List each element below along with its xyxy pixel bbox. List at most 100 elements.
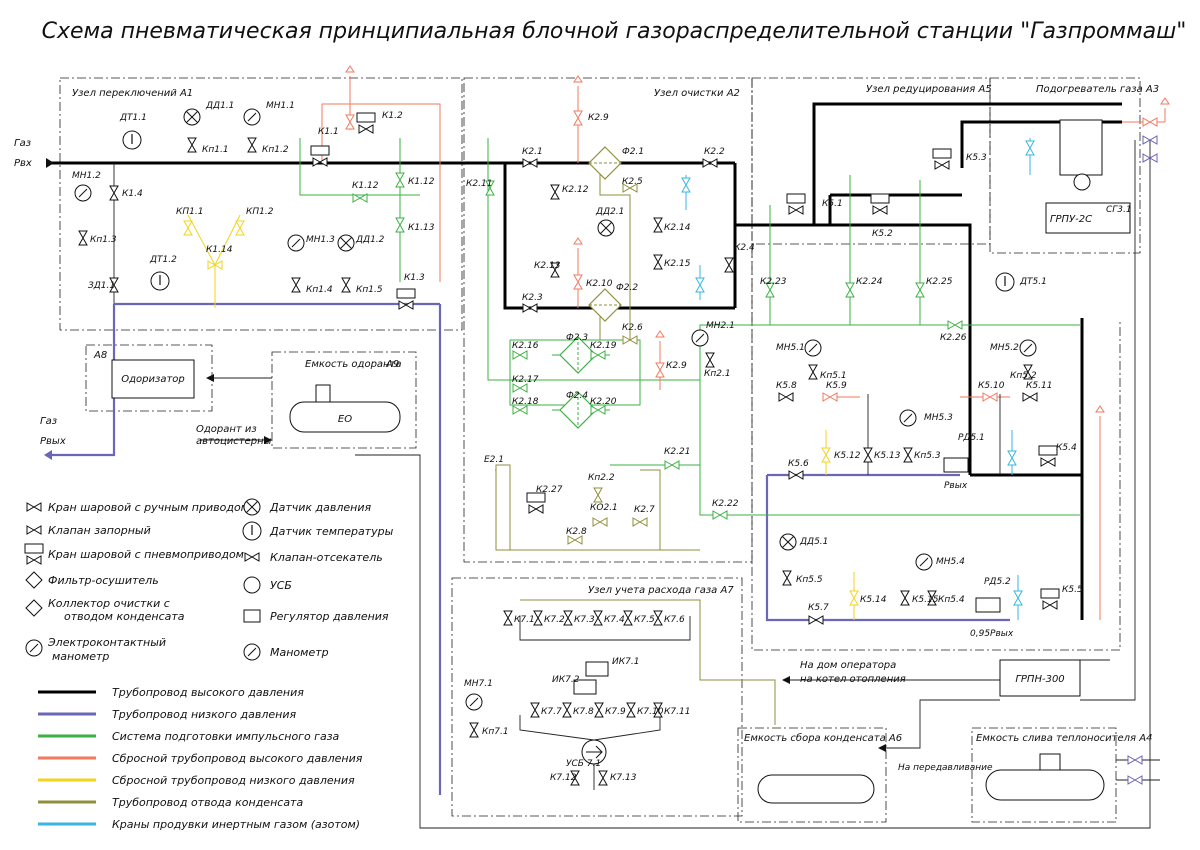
component-labels: ДТ1.1 ДД1.1 МН1.1 Кп1.1 Кп1.2 К1.1 К1.2 … — [72, 101, 1083, 783]
label-mn11: МН1.1 — [266, 101, 295, 111]
block-a2-title: Узел очистки А2 — [654, 88, 740, 99]
rvyh95-label: 0,95Рвых — [970, 629, 1014, 639]
legend-shutoff-valve-icon — [26, 525, 42, 535]
label-dt51: ДТ5.1 — [1019, 277, 1047, 287]
auxiliary-lines — [200, 140, 1160, 829]
legend-line-text: Система подготовки импульсного газа — [112, 730, 340, 743]
label-k25: К2.5 — [622, 177, 643, 187]
legend-lines: Трубопровод высокого давления Трубопрово… — [38, 686, 363, 831]
outlet-arrow — [44, 450, 52, 460]
legend-usb-icon — [243, 576, 261, 594]
gas-heater-body — [1059, 119, 1103, 176]
label-dd51: ДД5.1 — [799, 537, 828, 547]
label-mn51: МН5.1 — [776, 343, 805, 353]
block-a1-frame — [59, 77, 463, 331]
legend-symbol-text: Клапан-отсекатель — [270, 551, 383, 564]
label-kp12: Кп1.2 — [262, 145, 289, 155]
label-k22: К2.2 — [704, 147, 725, 157]
ik72-box — [573, 679, 597, 695]
valve-kp71-icon — [469, 722, 479, 738]
odorant-tank-neck — [315, 384, 331, 403]
label-mn53: МН5.3 — [924, 413, 953, 423]
regulator-rd52-icon — [975, 597, 1001, 613]
label-dd11: ДД1.1 — [205, 101, 234, 111]
manometer-mn71-icon — [465, 693, 483, 711]
valve-k73-icon — [563, 610, 573, 626]
label-k222: К2.22 — [712, 499, 739, 509]
gas-in-pressure: Рвх — [14, 158, 32, 169]
ik71-box — [585, 661, 609, 677]
pneumatic-valve-k12-icon — [356, 112, 376, 134]
valve-k215-icon — [653, 254, 663, 270]
legend-symbol-text: Электроконтактный — [47, 636, 166, 649]
legend-symbol-text: Коллектор очистки с — [48, 597, 170, 610]
legend-symbol-text: Датчик температуры — [269, 525, 394, 538]
label-mn12: МН1.2 — [72, 171, 101, 181]
label-k58: К5.8 — [776, 381, 797, 391]
manometer-mn13-icon — [287, 234, 305, 252]
label-k112a: К1.12 — [352, 181, 379, 191]
label-k226: К2.26 — [940, 333, 967, 343]
label-k28: К2.8 — [566, 527, 587, 537]
legend-line-text: Трубопровод низкого давления — [112, 708, 296, 721]
valve-k76-icon — [653, 610, 663, 626]
valve-k113-icon — [395, 217, 405, 233]
odorizer-arrow — [206, 374, 214, 382]
label-k219: К2.19 — [590, 341, 617, 351]
valve-kp111-icon — [183, 220, 193, 236]
valve-k12a-icon — [345, 114, 355, 130]
label-dt11: ДТ1.1 — [119, 113, 147, 123]
relief-k29b-icon — [655, 330, 665, 356]
label-f22: Ф2.2 — [616, 283, 638, 293]
label-k710: К7.10 — [637, 707, 664, 717]
label-k220: К2.20 — [590, 397, 617, 407]
label-k72: К7.2 — [544, 615, 565, 625]
label-k27: К2.7 — [634, 505, 655, 515]
valve-k226-icon — [947, 320, 963, 330]
valve-k224-icon — [845, 282, 855, 298]
valve-k59-icon — [822, 392, 838, 402]
valve-k77-icon — [530, 702, 540, 718]
label-k24: К2.4 — [734, 243, 755, 253]
valve-purge-a5-1-icon — [1007, 450, 1017, 466]
label-k223: К2.23 — [760, 277, 787, 287]
gas-heater-burner — [1073, 173, 1091, 191]
valve-k218-icon — [512, 405, 528, 415]
valve-k222-icon — [712, 510, 728, 520]
label-k12: К1.2 — [382, 111, 403, 121]
condensate-tank — [757, 774, 875, 804]
label-k514: К5.14 — [860, 595, 887, 605]
valve-k220-icon — [590, 405, 606, 415]
label-k14: К1.4 — [122, 189, 143, 199]
relief-k29-icon — [573, 75, 583, 101]
legend-symbol-text: Кран шаровой с пневмоприводом — [48, 548, 244, 561]
relief-k210-icon — [573, 237, 583, 263]
odorant-arrow — [264, 436, 272, 444]
label-kp14: Кп1.4 — [306, 285, 333, 295]
block-a3-frame — [989, 77, 1141, 254]
valve-k515-icon — [900, 590, 910, 606]
valve-k513-icon — [863, 447, 873, 463]
gas-in-label: Газ — [14, 138, 31, 149]
legend-symbol-text: Датчик давления — [269, 501, 371, 514]
temp-sensor-dt51-icon — [995, 272, 1015, 292]
label-k713: К7.13 — [610, 773, 637, 783]
legend-line-text: Трубопровод высокого давления — [112, 686, 304, 699]
valve-k514-icon — [849, 590, 859, 606]
reuse-label: На передавливание — [898, 763, 993, 773]
purge-pipes — [685, 138, 1031, 620]
e21-label: Е2.1 — [484, 455, 504, 465]
valve-k219-icon — [590, 350, 606, 360]
pressure-sensor-dd51-icon — [779, 533, 797, 551]
label-kp112: КП1.2 — [246, 207, 274, 217]
legend-line-text: Трубопровод отвода конденсата — [112, 796, 303, 809]
label-kp22: Кп2.2 — [588, 473, 615, 483]
label-k210: К2.10 — [586, 279, 613, 289]
legend-line-text: Сбросной трубопровод низкого давления — [112, 774, 355, 787]
label-k59: К5.9 — [826, 381, 847, 391]
valve-k112b-icon — [395, 172, 405, 188]
valve-kp51-icon — [808, 364, 818, 380]
label-k113: К1.13 — [408, 223, 435, 233]
operator-label-2: на котел отопления — [800, 674, 906, 685]
